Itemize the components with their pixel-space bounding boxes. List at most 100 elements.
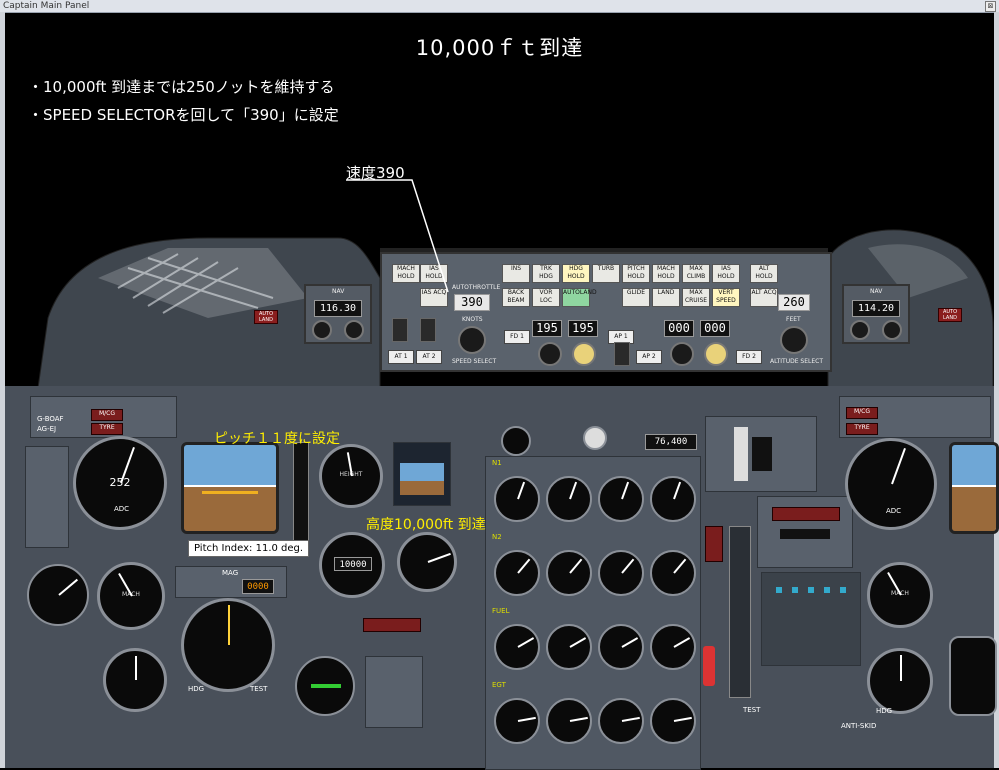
window-titlebar: Captain Main Panel ⊠ bbox=[0, 0, 999, 13]
ap-btn-hdg-hold[interactable]: HDG HOLD bbox=[562, 264, 590, 283]
ap-btn-max-cruise[interactable]: MAX CRUISE bbox=[682, 288, 710, 307]
fuel-row-label: FUEL bbox=[492, 607, 510, 615]
speed-tape bbox=[293, 442, 309, 544]
right-hdg-tag: HDG bbox=[876, 707, 893, 715]
n2-row-label: N2 bbox=[492, 533, 502, 541]
hsi-indicator: HDG TEST bbox=[181, 598, 275, 693]
ap-btn-ias-hold-2[interactable]: IAS HOLD bbox=[712, 264, 740, 283]
left-nav-knob-2[interactable] bbox=[344, 320, 364, 340]
ap1-lever[interactable] bbox=[614, 342, 630, 366]
engine-gauge-needle bbox=[517, 558, 531, 574]
ap-btn-ins[interactable]: INS bbox=[502, 264, 530, 283]
instruction-2: ・SPEED SELECTORを回して「390」に設定 bbox=[28, 106, 339, 124]
fd1-switch[interactable]: FD 1 bbox=[504, 330, 530, 344]
engine-2-n1-gauge bbox=[546, 476, 592, 522]
red-lever-handle[interactable] bbox=[703, 646, 715, 686]
knots-label: KNOTS bbox=[462, 316, 483, 323]
course-display-2: 000 bbox=[700, 320, 730, 337]
right-test-tag: TEST bbox=[743, 706, 761, 714]
left-nav-freq: 116.30 bbox=[314, 300, 362, 317]
speed-select-label: SPEED SELECT bbox=[452, 358, 497, 365]
side-warning-strip bbox=[705, 526, 723, 562]
left-nav-label: NAV bbox=[332, 288, 345, 295]
ap-btn-vert-speed[interactable]: VERT SPEED bbox=[712, 288, 740, 307]
speed-select-knob[interactable] bbox=[458, 326, 486, 354]
clock-knob[interactable] bbox=[583, 426, 607, 450]
engine-gauge-needle bbox=[569, 558, 583, 574]
ap-btn-alt-hold[interactable]: ALT HOLD bbox=[750, 264, 778, 283]
window-frame-right bbox=[994, 12, 999, 768]
engine-1-n2-gauge bbox=[494, 550, 540, 596]
ap-btn-glide[interactable]: GLIDE bbox=[622, 288, 650, 307]
ap-btn-back-beam[interactable]: BACK BEAM bbox=[502, 288, 530, 307]
heading-display-2: 195 bbox=[568, 320, 598, 337]
ap-btn-trk-hdg[interactable]: TRK HDG bbox=[532, 264, 560, 283]
asi-value: 252 bbox=[76, 476, 164, 489]
at2-switch[interactable]: AT 2 bbox=[416, 350, 442, 364]
altitude-select-label: ALTITUDE SELECT bbox=[770, 358, 824, 365]
right-nav-panel: NAV 114.20 bbox=[842, 284, 910, 344]
right-nav-knob-1[interactable] bbox=[850, 320, 870, 340]
altitude-select-knob[interactable] bbox=[780, 326, 808, 354]
engine-3-n2-gauge bbox=[598, 550, 644, 596]
engine-4-fuel-gauge bbox=[650, 624, 696, 670]
at2-lever[interactable] bbox=[420, 318, 436, 342]
engine-1-n1-gauge bbox=[494, 476, 540, 522]
engine-gauge-needle bbox=[569, 716, 588, 722]
annotation-pitch: ピッチ１１度に設定 bbox=[214, 431, 340, 447]
engine-gauge-needle bbox=[621, 637, 639, 648]
fuel-total-display: 76,400 bbox=[645, 434, 697, 450]
engine-gauge-needle bbox=[621, 558, 635, 574]
autothrottle-label: AUTOTHROTTLE bbox=[452, 284, 501, 291]
ap-btn-vor-loc[interactable]: VOR LOC bbox=[532, 288, 560, 307]
vertical-scale-tape bbox=[729, 526, 751, 698]
engine-3-n1-gauge bbox=[598, 476, 644, 522]
speed-display: 390 bbox=[454, 294, 490, 311]
at1-switch[interactable]: AT 1 bbox=[388, 350, 414, 364]
course-knob[interactable] bbox=[670, 342, 694, 366]
close-icon[interactable]: ⊠ bbox=[985, 1, 996, 12]
right-id-plate: M/CG TYRE bbox=[839, 396, 991, 438]
engine-4-n2-gauge bbox=[650, 550, 696, 596]
engine-gauge-needle bbox=[569, 481, 578, 500]
right-airspeed-indicator: ADC bbox=[845, 438, 937, 530]
ap-btn-mach-hold-1[interactable]: MACH HOLD bbox=[392, 264, 420, 283]
ap-btn-land[interactable]: LAND bbox=[652, 288, 680, 307]
ap2-switch[interactable]: AP 2 bbox=[636, 350, 662, 364]
left-switch-strip bbox=[25, 446, 69, 548]
engine-3-egt-gauge bbox=[598, 698, 644, 744]
radio-altimeter: HEIGHT bbox=[319, 444, 383, 508]
ap-btn-mach-hold-2[interactable]: MACH HOLD bbox=[652, 264, 680, 283]
right-tyre-warning: TYRE bbox=[846, 423, 878, 435]
course-bug-knob[interactable] bbox=[704, 342, 728, 366]
fuel-pump-panel bbox=[761, 572, 861, 666]
engine-2-egt-gauge bbox=[546, 698, 592, 744]
glareshield bbox=[37, 229, 994, 388]
annotation-altitude: 高度10,000ft 到達 bbox=[366, 517, 486, 533]
ap-btn-max-climb[interactable]: MAX CLIMB bbox=[682, 264, 710, 283]
gear-indicator-panel bbox=[757, 496, 853, 568]
engine-gauge-needle bbox=[673, 637, 691, 648]
left-nav-panel: NAV 116.30 bbox=[304, 284, 372, 344]
ap-btn-autoland[interactable]: AUTOLAND bbox=[562, 288, 597, 307]
annotation-speed: 速度390 bbox=[346, 164, 405, 182]
adc-tag: ADC bbox=[114, 505, 130, 513]
landing-gear-panel bbox=[705, 416, 817, 492]
engine-gauge-needle bbox=[517, 716, 536, 722]
right-nav-knob-2[interactable] bbox=[882, 320, 902, 340]
engine-3-fuel-gauge bbox=[598, 624, 644, 670]
fd2-switch[interactable]: FD 2 bbox=[736, 350, 762, 364]
ap-btn-alt-acq[interactable]: ALT ACQ bbox=[750, 288, 778, 307]
at1-lever[interactable] bbox=[392, 318, 408, 342]
registration-tag: G-BOAF bbox=[37, 415, 64, 423]
ap-btn-turb[interactable]: TURB bbox=[592, 264, 620, 283]
heading-knob[interactable] bbox=[538, 342, 562, 366]
ap-btn-pitch-hold[interactable]: PITCH HOLD bbox=[622, 264, 650, 283]
heading-bug-knob[interactable] bbox=[572, 342, 596, 366]
mag-selector-panel: MAG 0000 bbox=[175, 566, 287, 598]
left-nav-knob-1[interactable] bbox=[312, 320, 332, 340]
right-mcg-warning: M/CG bbox=[846, 407, 878, 419]
ap-btn-ias-acq[interactable]: IAS ACQ bbox=[420, 288, 448, 307]
left-warning-light: AUTO LAND bbox=[254, 310, 278, 324]
right-adc-tag: ADC bbox=[886, 507, 902, 515]
